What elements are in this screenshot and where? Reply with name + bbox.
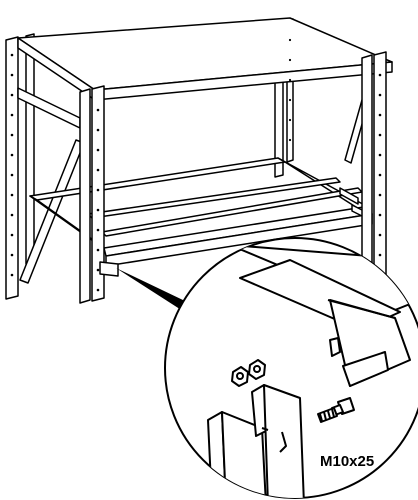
- back-left-upright: [5, 33, 35, 300]
- bolt-icon: [317, 397, 355, 423]
- nut-icon: [231, 359, 266, 387]
- bolt-size-label: M10x25: [320, 453, 375, 470]
- lower-shelf-frame: [29, 157, 373, 267]
- detail-circle: [164, 237, 418, 499]
- top-shelf: [17, 17, 393, 101]
- front-right-upright: [361, 51, 387, 284]
- front-left-upright: [79, 85, 119, 304]
- shelving-unit: [5, 17, 393, 304]
- upright-holes: [10, 38, 382, 292]
